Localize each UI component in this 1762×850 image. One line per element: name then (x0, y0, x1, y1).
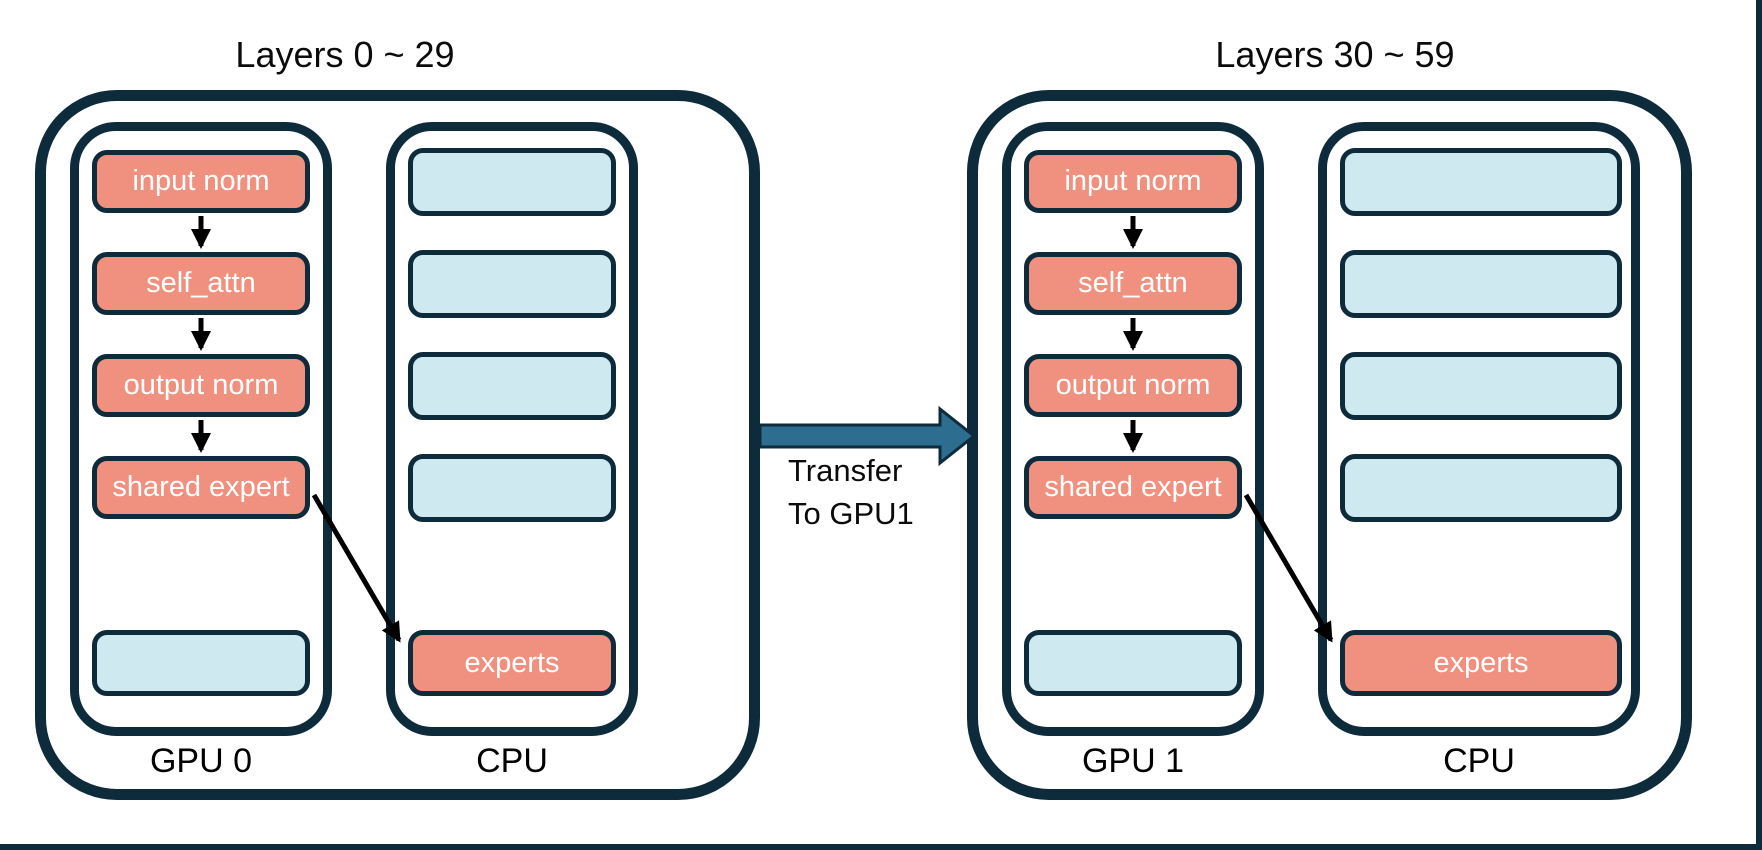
group-title-left: Layers 0 ~ 29 (235, 34, 455, 75)
empty-slot (408, 250, 616, 318)
transfer-label-line2: To GPU1 (788, 495, 914, 531)
gpu-label: GPU 1 (1081, 742, 1185, 780)
empty-slot (408, 454, 616, 522)
shared-expert-box: shared expert (1024, 456, 1242, 519)
gpu-label: GPU 0 (149, 742, 253, 780)
cpu-label: CPU (1443, 742, 1515, 780)
cpu-label: CPU (476, 742, 548, 780)
experts-box: experts (1340, 630, 1622, 696)
experts-box: experts (408, 630, 616, 696)
input-norm-box: input norm (1024, 150, 1242, 213)
empty-slot (1340, 454, 1622, 522)
transfer-label: Transfer To GPU1 (788, 450, 914, 536)
empty-slot (1340, 352, 1622, 420)
empty-slot (408, 148, 616, 216)
group-title-right: Layers 30 ~ 59 (1215, 34, 1455, 75)
empty-slot (408, 352, 616, 420)
empty-slot (1340, 148, 1622, 216)
shared-expert-box: shared expert (92, 456, 310, 519)
empty-slot (1024, 630, 1242, 696)
input-norm-box: input norm (92, 150, 310, 213)
self-attn-box: self_attn (1024, 252, 1242, 315)
output-norm-box: output norm (92, 354, 310, 417)
transfer-label-line1: Transfer (788, 453, 903, 488)
output-norm-box: output norm (1024, 354, 1242, 417)
empty-slot (92, 630, 310, 696)
empty-slot (1340, 250, 1622, 318)
self-attn-box: self_attn (92, 252, 310, 315)
